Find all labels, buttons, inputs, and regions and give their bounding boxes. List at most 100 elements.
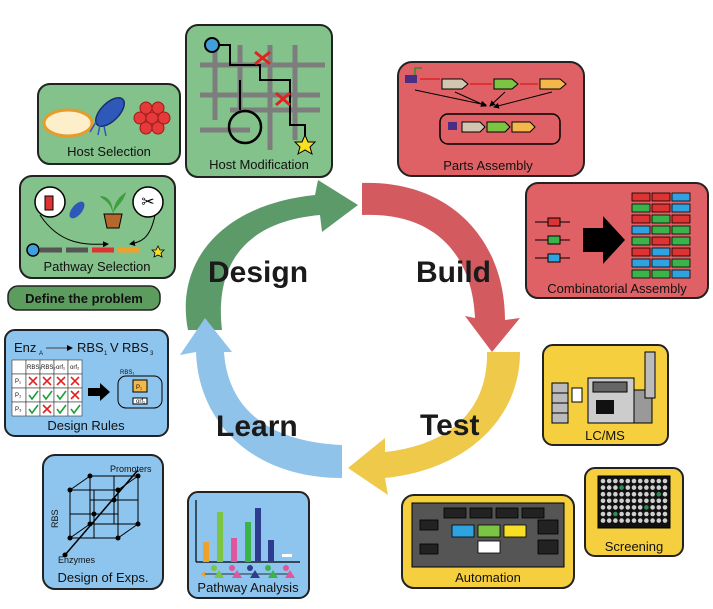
svg-text:RBS: RBS [77, 340, 104, 355]
microplate-well [644, 491, 649, 497]
screening-label: Screening [605, 539, 664, 554]
check-icon [56, 404, 67, 415]
bacterium-small-icon [69, 201, 85, 219]
svg-text:P₂: P₂ [15, 393, 22, 399]
microplate-well [631, 518, 637, 523]
microplate-well [606, 511, 612, 517]
microplate-well [637, 485, 643, 490]
microplate-well [613, 491, 618, 497]
svg-text:orf₁: orf₁ [136, 399, 145, 405]
microplate-well [650, 518, 655, 523]
svg-text:✂: ✂ [141, 194, 154, 211]
svg-text:RBS₂: RBS₂ [41, 365, 56, 371]
microplate-well [637, 511, 643, 517]
microplate-well [619, 485, 624, 490]
microplate-well [631, 491, 637, 497]
microplate-well [606, 505, 612, 510]
microplate-well [625, 518, 631, 523]
microplate-well [644, 518, 649, 523]
knockout-x-icon [254, 50, 291, 107]
microplate-well [625, 505, 631, 510]
microplate-well [613, 505, 618, 510]
microplate-well [600, 511, 606, 517]
promoters-label: Promoters [110, 464, 152, 474]
combination-grid [631, 192, 691, 279]
host-modification-label: Host Modification [209, 157, 309, 172]
microplate-well [662, 518, 668, 523]
microplate-well [656, 505, 662, 510]
parts-assembly-label: Parts Assembly [443, 158, 533, 173]
microplate-well [662, 491, 668, 497]
design-rules-panel: Enz A RBS 1 V RBS 3 RBS₁ RBS₂ orf₁ orf₂ … [4, 329, 169, 437]
check-icon [28, 390, 39, 401]
screening-panel: Screening [584, 467, 684, 557]
microplate-well [600, 498, 606, 504]
pathway-analysis-label: Pathway Analysis [197, 580, 299, 595]
svg-text:P₁: P₁ [136, 385, 142, 391]
svg-text:Enz: Enz [14, 340, 36, 355]
check-icon [56, 390, 67, 401]
svg-text:RBS: RBS [122, 340, 149, 355]
pathway-analysis-panel: Pathway Analysis [187, 491, 310, 599]
combinatorial-assembly-panel: Combinatorial Assembly [525, 182, 709, 299]
microplate-well [631, 498, 637, 504]
check-icon [42, 390, 53, 401]
cross-icon [70, 376, 80, 386]
microplate-well [637, 505, 643, 510]
design-arrow [185, 180, 358, 330]
cross-icon [56, 376, 66, 386]
arrow-right-icon [583, 216, 625, 264]
microplate-well [606, 498, 612, 504]
microplate-well [650, 498, 655, 504]
microplate-well [625, 478, 631, 484]
microplate-well [656, 485, 662, 490]
automation-label: Automation [455, 570, 521, 585]
microplate-well [656, 498, 662, 504]
lcms-label: LC/MS [585, 428, 625, 443]
microplate-well [625, 491, 631, 497]
design-rules-label: Design Rules [47, 418, 125, 433]
define-problem-badge: Define the problem [7, 285, 161, 311]
microplate-well [600, 485, 606, 490]
microplate-well [644, 511, 649, 517]
cross-icon [42, 404, 52, 414]
microplate-well [619, 478, 624, 484]
cell-cluster-icon [133, 101, 171, 135]
plant-pot-icon [100, 192, 126, 229]
microplate-well [662, 498, 668, 504]
define-problem-label: Define the problem [25, 291, 143, 306]
bacterium-icon [89, 97, 125, 137]
microplate-well [600, 518, 606, 523]
microplate-well [625, 485, 631, 490]
automation-panel: Automation [401, 494, 575, 589]
svg-text:3: 3 [150, 351, 154, 357]
microplate-well [650, 505, 655, 510]
microplate-well [606, 518, 612, 523]
analysis-bars [203, 508, 292, 562]
microplate-well [606, 491, 612, 497]
rule-formula: Enz A RBS 1 V RBS 3 [14, 340, 154, 357]
microplate-well [637, 498, 643, 504]
microplate-well [644, 485, 649, 490]
enzymes-label: Enzymes [58, 555, 96, 565]
arrow-right-icon [88, 383, 110, 401]
microplate-well [662, 478, 668, 484]
microplate-well [631, 478, 637, 484]
microplate-well [600, 491, 606, 497]
cross-icon [70, 390, 80, 400]
microplate-well [662, 485, 668, 490]
microplate-well [613, 518, 618, 523]
microplate-well [619, 511, 624, 517]
microplate-well [625, 498, 631, 504]
microplate-well [613, 511, 618, 517]
microplate-well [650, 511, 655, 517]
svg-text:orf₂: orf₂ [70, 365, 80, 371]
check-icon [70, 404, 81, 415]
microplate-well [631, 511, 637, 517]
cross-icon [42, 376, 52, 386]
microplate-well [613, 485, 618, 490]
pathway-selection-panel: ✂ Pathway Selection [19, 175, 176, 279]
construct-diagram-icon [117, 375, 163, 409]
part-variants [535, 217, 570, 263]
